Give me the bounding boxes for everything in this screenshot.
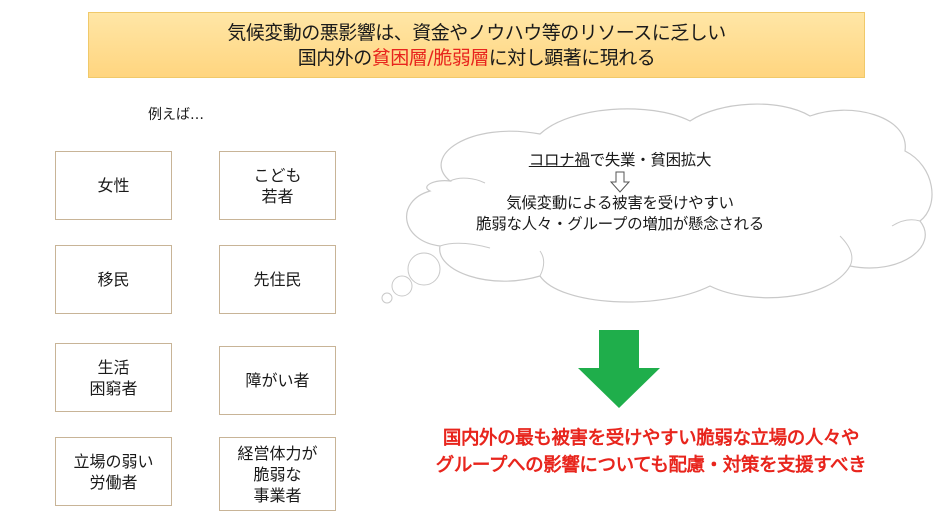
group-box-indigenous: 先住民 [219, 245, 336, 314]
group-box-vulnerable-workers: 立場の弱い 労働者 [55, 437, 172, 506]
green-down-arrow-icon [578, 330, 660, 408]
headline-banner: 気候変動の悪影響は、資金やノウハウ等のリソースに乏しい 国内外の貧困層/脆弱層に… [88, 12, 865, 78]
group-box-women: 女性 [55, 151, 172, 220]
cloud-line-1-rest: で失業・貧困拡大 [589, 151, 712, 169]
headline-line-2: 国内外の貧困層/脆弱層に対し顕著に現れる [89, 46, 864, 71]
headline-line-1: 気候変動の悪影響は、資金やノウハウ等のリソースに乏しい [227, 22, 726, 44]
conclusion-text: 国内外の最も被害を受けやすい脆弱な立場の人々や グループへの影響についても配慮・… [386, 425, 916, 479]
group-box-disabled: 障がい者 [219, 346, 336, 415]
covid-keyword: コロナ禍 [528, 151, 590, 169]
conclusion-line-1: 国内外の最も被害を受けやすい脆弱な立場の人々や [442, 428, 860, 449]
thought-cloud-icon [381, 103, 933, 304]
headline-line-2-suffix: に対し顕著に現れる [488, 47, 656, 69]
cloud-line-1: コロナ禍で失業・貧困拡大 [440, 150, 800, 171]
thought-cloud-text: コロナ禍で失業・貧困拡大 気候変動による被害を受けやすい 脆弱な人々・グループの… [440, 150, 800, 235]
group-box-needy: 生活 困窮者 [55, 343, 172, 412]
headline-line-2-prefix: 国内外の [297, 47, 373, 69]
hollow-down-arrow-icon [610, 171, 630, 193]
group-box-migrants: 移民 [55, 245, 172, 314]
group-box-vulnerable-businesses: 経営体力が 脆弱な 事業者 [219, 437, 336, 511]
cloud-line-3: 脆弱な人々・グループの増加が懸念される [476, 215, 764, 233]
headline-highlight: 貧困層/脆弱層 [371, 47, 489, 69]
group-box-children-youth: こども 若者 [219, 151, 336, 220]
conclusion-line-2: グループへの影響についても配慮・対策を支援すべき [435, 455, 867, 476]
examples-label: 例えば… [148, 107, 204, 123]
cloud-line-2: 気候変動による被害を受けやすい [506, 194, 734, 212]
